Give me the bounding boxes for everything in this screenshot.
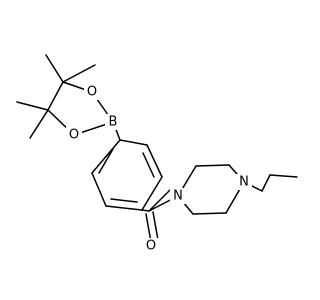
bond-ar-2 bbox=[91, 172, 107, 207]
amide-nitrogen-label: N bbox=[173, 189, 183, 204]
bond-carbonyl-single bbox=[148, 189, 171, 212]
ethyl-nitrogen-label: N bbox=[239, 175, 249, 190]
bond-lines bbox=[16, 54, 298, 243]
bond-ethyl-ch3 bbox=[269, 174, 298, 178]
oxygen-bottom-label: O bbox=[69, 128, 79, 143]
chemical-structure: O B O O N N bbox=[16, 54, 298, 254]
bond-ethyl-ch2 bbox=[261, 174, 271, 192]
bond-ar-4 bbox=[141, 176, 163, 211]
aromatic-inner-1 bbox=[98, 148, 114, 174]
bond-carbonyl-double-b bbox=[152, 211, 159, 241]
boron-label: B bbox=[109, 115, 118, 130]
aromatic-inner-3 bbox=[142, 152, 155, 178]
bond-ar-3 bbox=[105, 205, 143, 211]
bond-c1-methyl4 bbox=[29, 109, 49, 139]
bond-pip-2 bbox=[195, 164, 230, 167]
aromatic-inner-2 bbox=[110, 198, 138, 203]
bond-ar-1 bbox=[91, 139, 121, 174]
bond-c1-c2 bbox=[47, 81, 64, 111]
bond-c2-methyl1 bbox=[45, 54, 64, 83]
bond-c2-methyl2 bbox=[62, 64, 96, 83]
bond-pip-5 bbox=[192, 212, 227, 215]
bond-c1-methyl3 bbox=[16, 101, 49, 111]
atom-labels: O B O O N N bbox=[66, 84, 252, 254]
oxygen-top-label: O bbox=[87, 85, 97, 100]
structure-canvas: O B O O N N bbox=[16, 54, 298, 254]
carbonyl-oxygen-label: O bbox=[146, 239, 156, 254]
bond-carbonyl-double-a bbox=[145, 213, 152, 243]
bond-ar-5 bbox=[146, 144, 163, 178]
bond-ar-carbonyl bbox=[141, 209, 150, 212]
bond-ar-6 bbox=[119, 139, 148, 146]
